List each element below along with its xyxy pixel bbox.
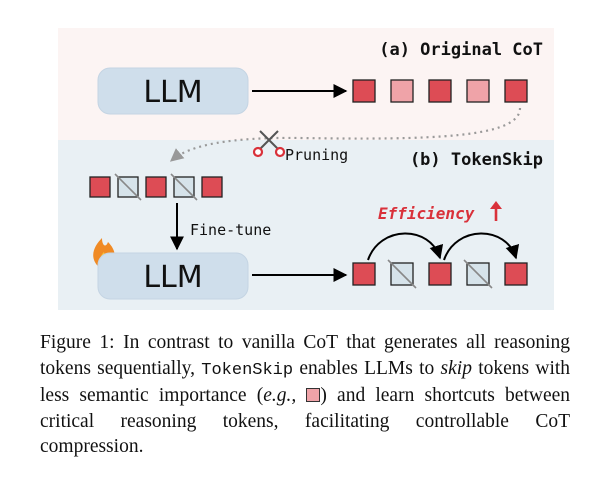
skip-slash bbox=[114, 173, 142, 201]
important-token bbox=[201, 176, 223, 198]
caption-eg: e.g., bbox=[263, 385, 297, 406]
pruning-label: Pruning bbox=[285, 146, 348, 164]
skip-slash bbox=[170, 173, 198, 201]
skip-arc-2 bbox=[443, 232, 520, 261]
original-cot-tokens bbox=[352, 79, 528, 103]
important-token bbox=[504, 79, 528, 103]
llm-box-bottom bbox=[97, 252, 249, 300]
efficiency-label: Efficiency bbox=[378, 204, 475, 223]
scissors-icon bbox=[252, 130, 286, 158]
caption-mid1: enables LLMs to bbox=[299, 357, 435, 379]
arrow-up-icon bbox=[490, 201, 502, 221]
tokenskip-diagram: (a) Original CoT (b) TokenSkip LLM Pruni… bbox=[58, 28, 554, 310]
skip-slash bbox=[463, 259, 493, 289]
important-token bbox=[428, 79, 452, 103]
caption-method: TokenSkip bbox=[201, 360, 294, 380]
important-token bbox=[145, 176, 167, 198]
panel-a-title: (a) Original CoT bbox=[379, 40, 543, 60]
pruned-cot-tokens bbox=[89, 173, 223, 201]
llm-box-top bbox=[97, 67, 249, 115]
important-token bbox=[428, 262, 452, 286]
skip-arc-1 bbox=[367, 232, 444, 261]
low-token bbox=[466, 79, 490, 103]
low-importance-token-icon bbox=[306, 388, 321, 402]
skip-slash bbox=[387, 259, 417, 289]
panel-b-title: (b) TokenSkip bbox=[410, 150, 543, 170]
tokenskip-output-tokens bbox=[352, 259, 528, 289]
llm-label-top: LLM bbox=[143, 75, 202, 110]
important-token bbox=[352, 79, 376, 103]
llm-label-bottom: LLM bbox=[143, 260, 202, 295]
important-token bbox=[352, 262, 376, 286]
fine-tune-label: Fine-tune bbox=[190, 221, 271, 239]
low-token bbox=[390, 79, 414, 103]
caption-skip: skip bbox=[440, 357, 472, 379]
caption-prefix: Figure 1: In contrast to vanilla CoT tha… bbox=[40, 332, 570, 379]
caption-mid2: tokens with less semantic importance ( bbox=[40, 357, 571, 407]
figure-caption: Figure 1: In contrast to vanilla CoT tha… bbox=[40, 330, 570, 460]
important-token bbox=[504, 262, 528, 286]
pruning-arrow bbox=[169, 107, 522, 162]
important-token bbox=[89, 176, 111, 198]
caption-suffix: ) and learn shortcuts between critical r… bbox=[40, 385, 571, 457]
